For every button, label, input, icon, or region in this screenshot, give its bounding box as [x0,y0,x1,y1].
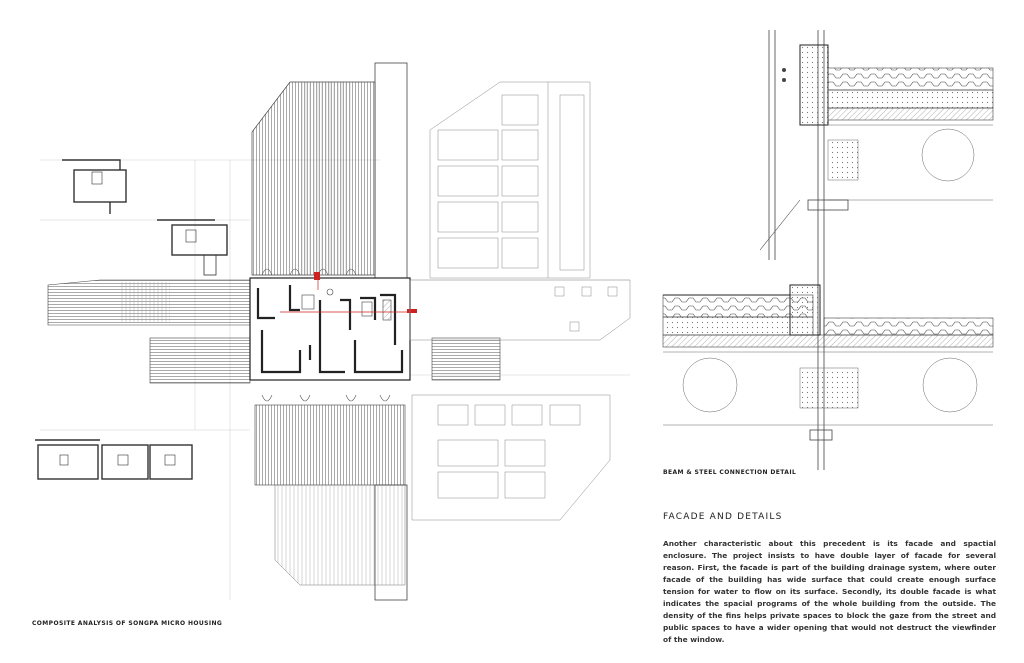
central-floor-plan [249,272,417,381]
small-plan-middle [157,219,228,276]
right-elevation [431,337,501,381]
composite-analysis-caption: COMPOSITE ANALYSIS OF SONGPA MICRO HOUSI… [32,620,223,627]
bottom-right-section [411,394,611,521]
detail-caption: BEAM & STEEL CONNECTION DETAIL [663,469,797,476]
composite-analysis-drawing [35,62,631,601]
body-paragraph: Another characteristic about this preced… [663,539,996,644]
top-right-section [429,81,591,279]
bottom-elevation [254,404,406,486]
small-plan-bottom [35,439,193,480]
beam-steel-connection-detail [662,30,994,470]
section-heading: FACADE AND DETAILS [663,512,783,522]
small-plan-top [62,159,127,214]
